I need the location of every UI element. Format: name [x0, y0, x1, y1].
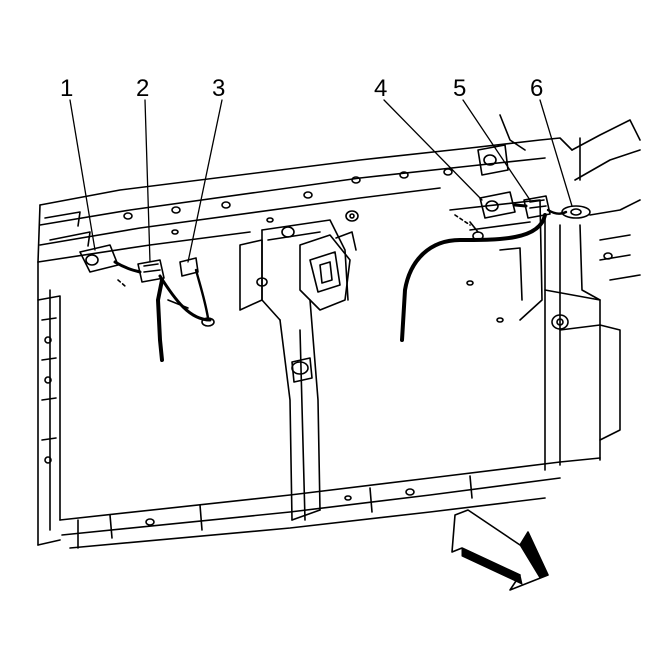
callout-labels: 1 2 3 4 5 6: [60, 75, 543, 102]
front-direction-arrow-icon: [451, 509, 549, 591]
leader-1: [69, 99, 96, 251]
connector-6: [561, 205, 591, 219]
right-bracket: [449, 199, 543, 323]
connector-4: [479, 191, 516, 219]
leader-3: [187, 99, 223, 263]
leader-4: [383, 99, 483, 201]
leader-lines: [69, 99, 573, 263]
callout-5: 5: [453, 75, 466, 102]
callout-1: 1: [60, 75, 73, 102]
left-harness: [79, 244, 215, 362]
connector-2: [137, 259, 165, 283]
left-upright: [37, 261, 61, 546]
right-upright: [477, 114, 641, 471]
lower-crossbar: [59, 457, 601, 549]
right-harness: [400, 191, 591, 342]
leader-6: [539, 99, 573, 207]
callout-3: 3: [212, 75, 225, 102]
connector-5: [523, 195, 551, 219]
connector-3: [179, 257, 199, 277]
callout-2: 2: [136, 75, 149, 102]
callout-6: 6: [530, 75, 543, 102]
leader-2: [144, 99, 151, 263]
leader-5: [462, 99, 531, 201]
center-latch-support: [239, 219, 357, 521]
callout-4: 4: [374, 75, 387, 102]
